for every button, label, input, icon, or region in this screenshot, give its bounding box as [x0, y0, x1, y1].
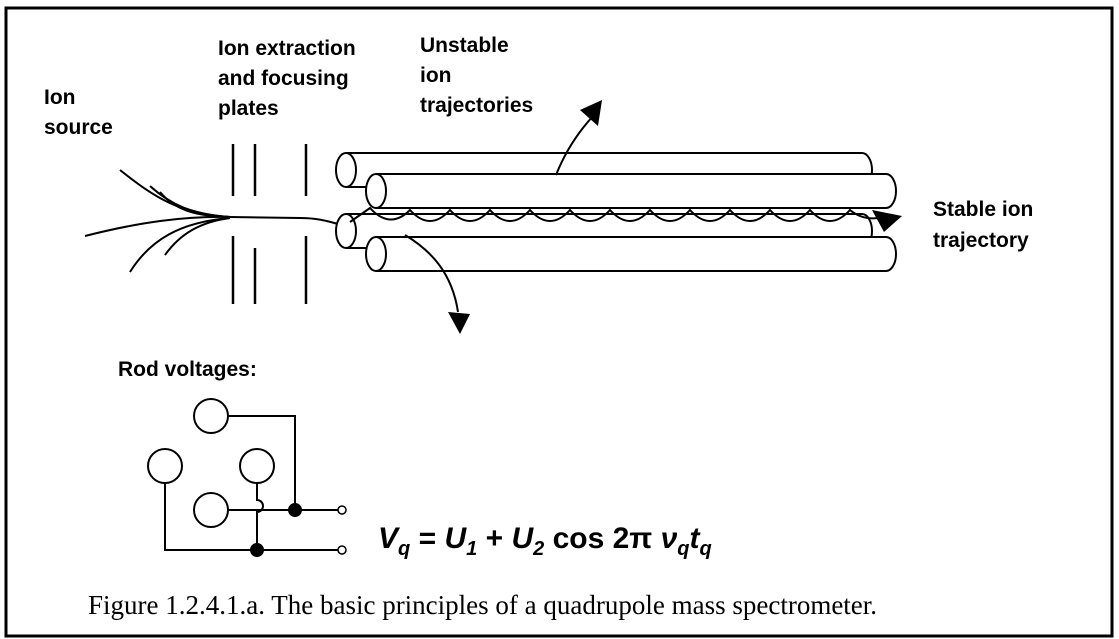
rod-wiring [164, 415, 338, 551]
rod-circle-right [239, 448, 275, 484]
stable-arrowhead [872, 210, 902, 232]
rod-cross-section [147, 398, 275, 528]
unstable-trajectories-label: Unstable ion trajectories [420, 34, 533, 117]
svg-text:source: source [44, 116, 113, 139]
svg-text:and focusing: and focusing [218, 67, 349, 90]
terminal-lower [337, 545, 347, 555]
ion-source-beam [84, 169, 346, 273]
svg-text:plates: plates [218, 97, 279, 120]
junction-node-lower [250, 543, 264, 557]
quadrupole-rods [335, 152, 897, 249]
figure-border [4, 6, 1114, 638]
unstable-arrowhead-up [580, 100, 602, 126]
front-lower-rod-group [365, 236, 897, 272]
rod-front-lower [376, 236, 897, 272]
svg-text:trajectories: trajectories [420, 94, 533, 117]
rod-voltages-label: Rod voltages: [118, 358, 257, 381]
junction-node-upper [288, 503, 302, 517]
figure-caption: Figure 1.2.4.1.a. The basic principles o… [88, 590, 877, 620]
rod-circle-top [193, 398, 229, 434]
unstable-trajectories [404, 114, 595, 313]
rod-front-upper [376, 173, 897, 209]
ion-source-label: Ion source [44, 86, 113, 139]
svg-text:trajectory: trajectory [933, 229, 1029, 252]
unstable-arrowhead-down [448, 312, 470, 334]
voltage-equation: Vq = U1 + U2 cos 2π νqtq [378, 522, 712, 560]
stable-trajectory-label: Stable ion trajectory [933, 198, 1033, 252]
terminal-upper [337, 505, 347, 515]
svg-text:Ion extraction: Ion extraction [218, 37, 356, 60]
svg-text:ion: ion [420, 64, 452, 87]
rod-circle-left [147, 448, 183, 484]
extraction-plates [231, 144, 308, 304]
svg-text:Ion: Ion [44, 86, 76, 109]
extraction-plates-label: Ion extraction and focusing plates [218, 37, 356, 120]
svg-text:Unstable: Unstable [420, 34, 509, 57]
stable-trajectory [349, 206, 879, 223]
rod-circle-bottom [193, 492, 229, 528]
svg-text:Stable ion: Stable ion [933, 198, 1033, 221]
